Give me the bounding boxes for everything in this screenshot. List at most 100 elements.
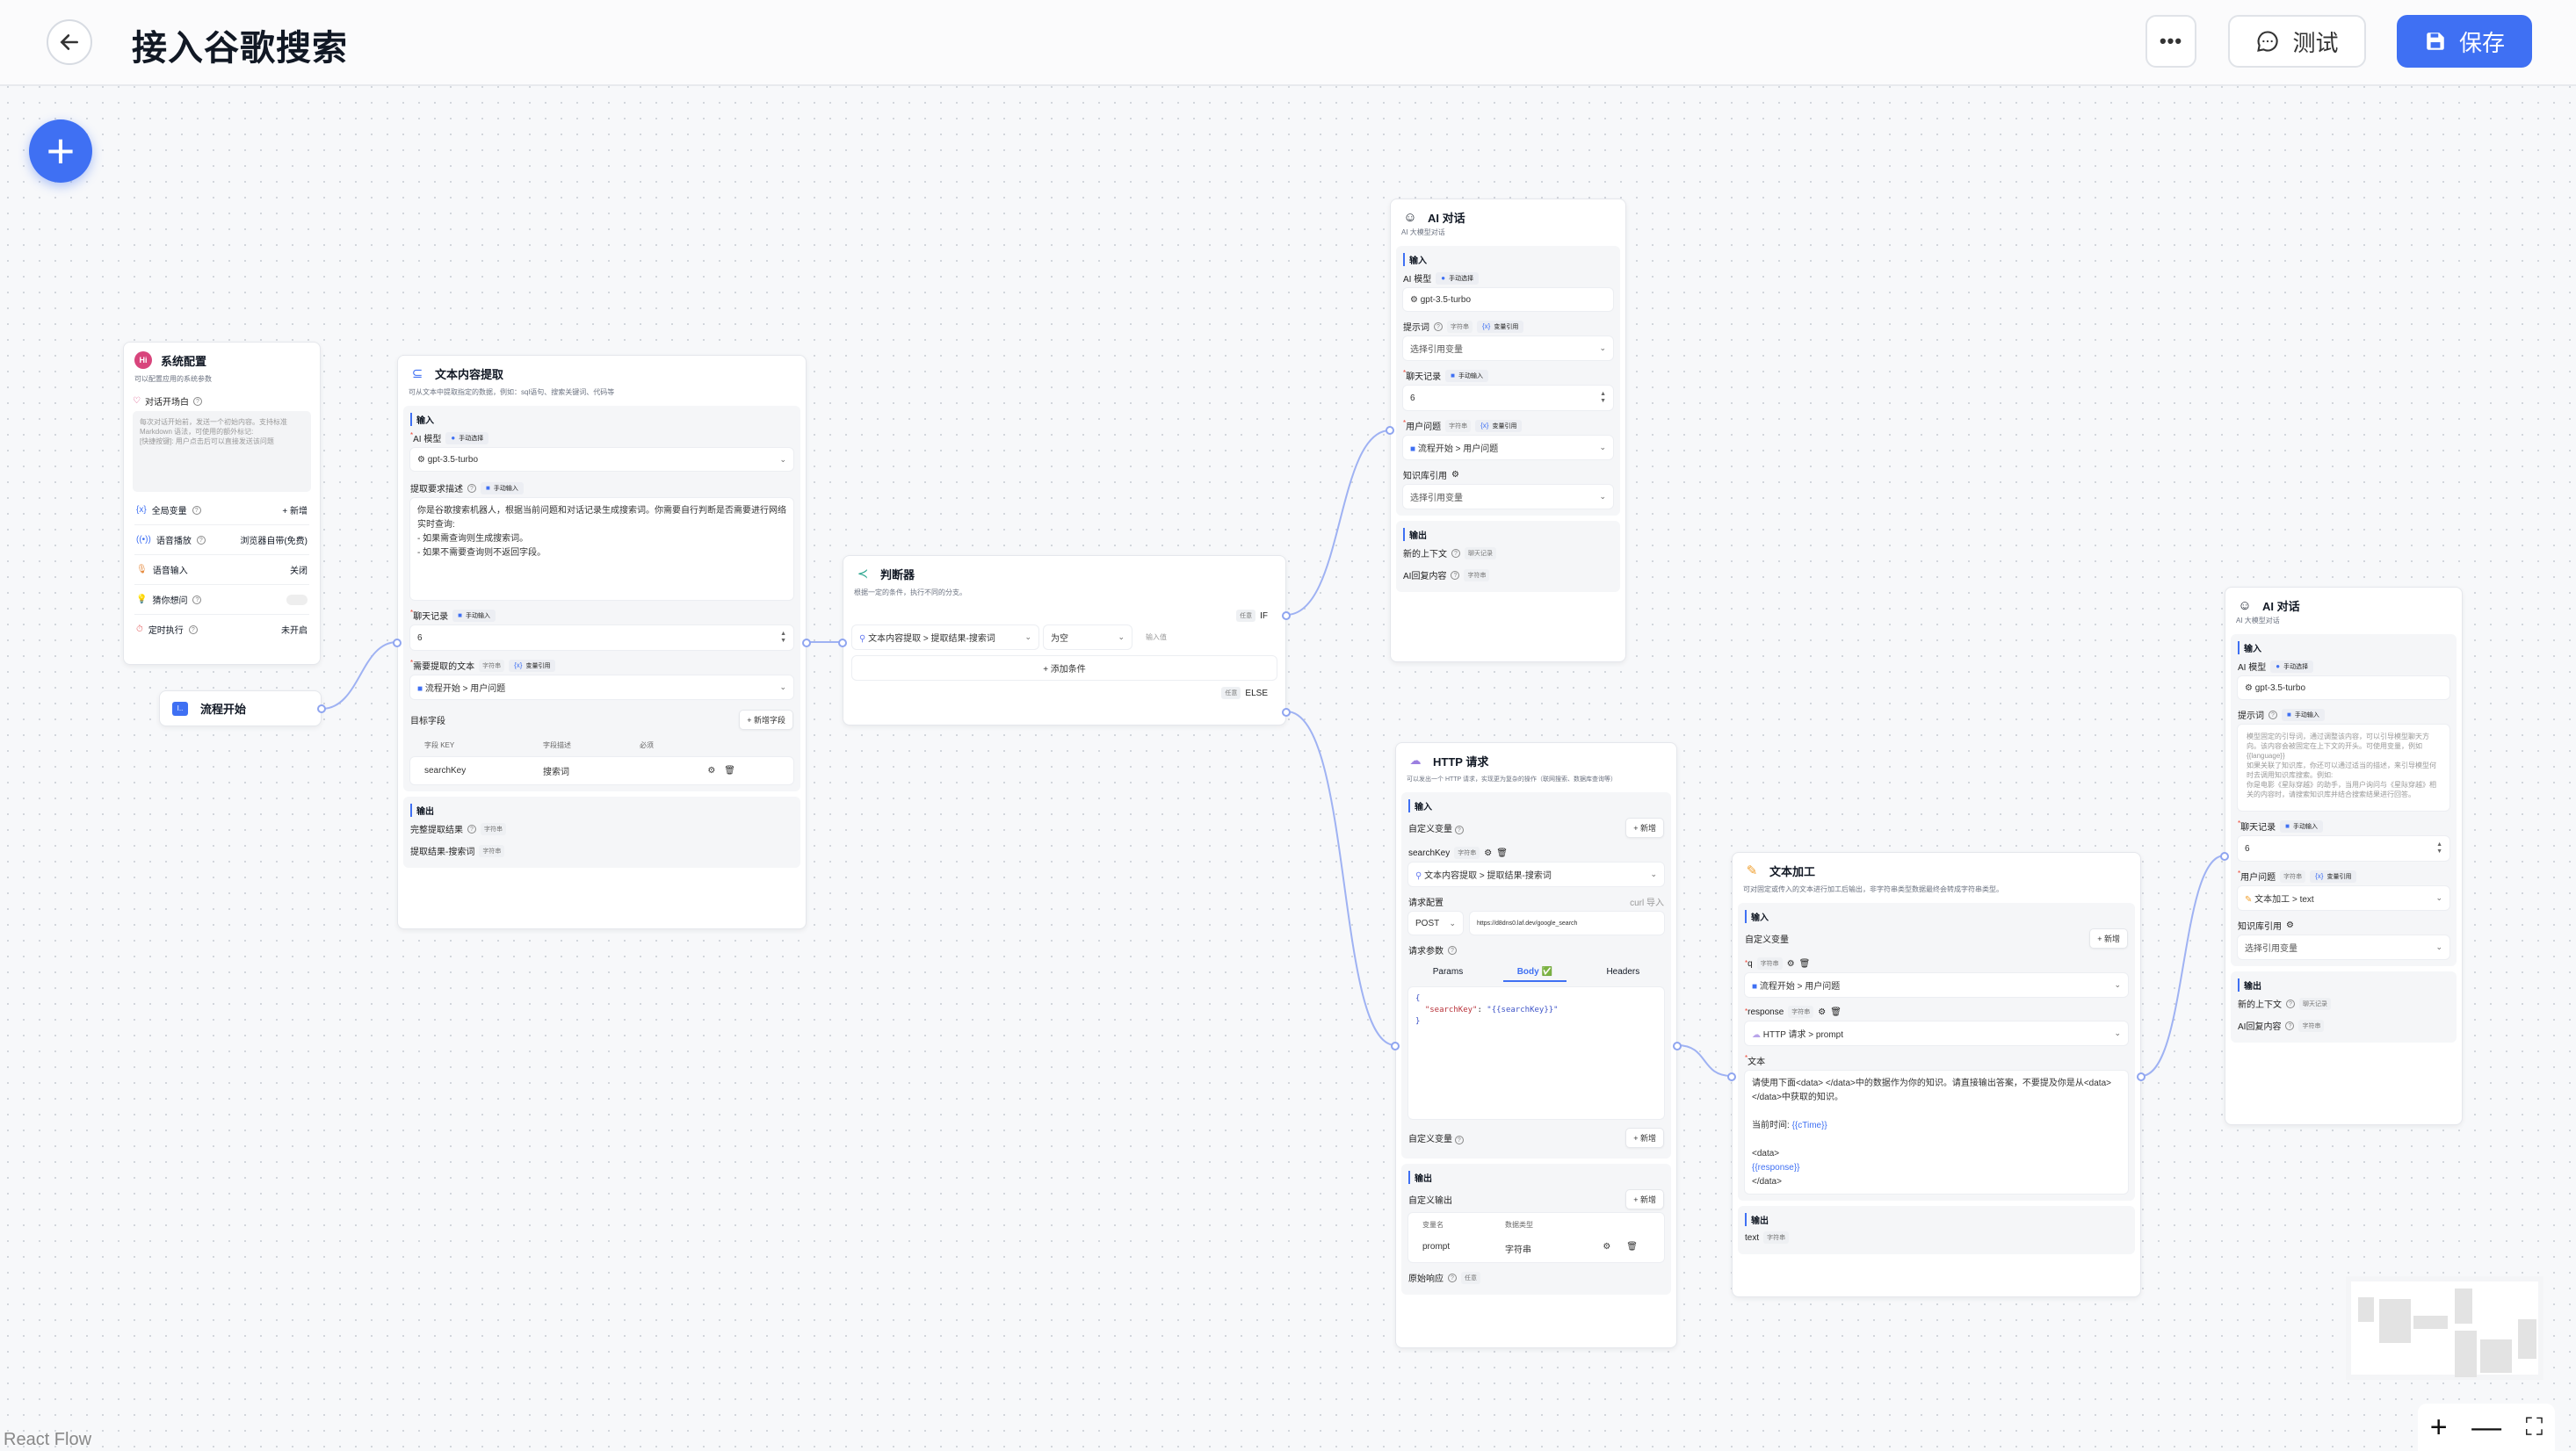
history-stepper[interactable]: 6▲▼ xyxy=(1403,386,1613,410)
zoom-in-button[interactable]: + xyxy=(2429,1410,2448,1444)
tab-params[interactable]: Params xyxy=(1432,967,1464,977)
question-select[interactable]: ■ 流程开始 > 用户问题⌄ xyxy=(1403,436,1613,459)
node-ai-chat-1[interactable]: ☺AI 对话 AI 大模型对话 输入 AI 模型●手动选择 ⚙ gpt-3.5-… xyxy=(1386,199,1626,662)
gear-icon[interactable]: ⚙ xyxy=(707,766,716,776)
if-handle[interactable] xyxy=(1282,611,1291,620)
gear-icon[interactable]: ⚙ xyxy=(1818,1007,1827,1017)
back-button[interactable] xyxy=(47,19,92,65)
condition-operator-select[interactable]: 为空⌄ xyxy=(1044,625,1132,649)
variable-icon: {x} xyxy=(1480,422,1489,430)
add-variable-button[interactable]: + 新增 xyxy=(2089,928,2128,949)
sysitem-guess[interactable]: 💡猜你想问? xyxy=(134,585,309,615)
variable-ref-select[interactable]: ⚲ 文本内容提取 > 提取结果-搜索词⌄ xyxy=(1408,863,1664,886)
input-handle[interactable] xyxy=(1391,1042,1400,1050)
gear-icon[interactable]: ⚙ xyxy=(1451,470,1459,480)
input-handle[interactable] xyxy=(1727,1072,1736,1081)
text-template-textarea[interactable]: 请使用下面<data> </data>中的数据作为你的知识。请直接输出答案，不要… xyxy=(1745,1071,2128,1194)
fit-view-button[interactable]: ⛶ xyxy=(2525,1412,2543,1440)
question-mode-tag[interactable]: {x}变量引用 xyxy=(2310,870,2357,883)
zoom-out-button[interactable]: — xyxy=(2471,1410,2502,1444)
condition-variable-select[interactable]: ⚲ 文本内容提取 > 提取结果-搜索词⌄ xyxy=(852,625,1038,649)
kb-select[interactable]: 选择引用变量⌄ xyxy=(1403,485,1613,509)
model-mode-tag[interactable]: ●手动选择 xyxy=(445,431,489,444)
prompt-textarea[interactable]: 模型固定的引导词，通过调整该内容，可以引导模型聊天方向。该内容会被固定在上下文的… xyxy=(2238,725,2449,811)
model-mode-tag[interactable]: ●手动选择 xyxy=(1436,271,1480,285)
question-select[interactable]: ✎ 文本加工 > text⌄ xyxy=(2238,886,2449,910)
trash-icon[interactable]: 🗑 xyxy=(1496,848,1508,858)
input-handle[interactable] xyxy=(838,639,847,647)
sysitem-tts[interactable]: ((•))语音播放?浏览器自带(免费) xyxy=(134,525,309,555)
text-mode-tag[interactable]: {x}变量引用 xyxy=(509,659,556,672)
welcome-textarea[interactable]: 每次对话开始前，发送一个初始内容。支持标准 Markdown 语法，可使用的额外… xyxy=(133,411,311,492)
history-mode-tag[interactable]: ■手动输入 xyxy=(452,609,496,622)
node-text-extract[interactable]: ⊆文本内容提取 可从文本中提取指定的数据，例如：sql语句、搜索关键词、代码等 … xyxy=(393,355,811,929)
input-handle[interactable] xyxy=(393,639,402,647)
model-select[interactable]: ⚙ gpt-3.5-turbo xyxy=(1403,288,1613,311)
condition-value-input[interactable]: 输入值 xyxy=(1146,633,1167,641)
sysitem-voice-input[interactable]: 🎙语音输入关闭 xyxy=(134,555,309,585)
extract-prompt-textarea[interactable]: 你是谷歌搜索机器人，根据当前问题和对话记录生成搜索词。你需要自行判断是否需要进行… xyxy=(410,498,793,600)
guess-toggle[interactable] xyxy=(286,594,308,605)
model-select[interactable]: ⚙ gpt-3.5-turbo⌄ xyxy=(410,448,793,471)
history-mode-tag[interactable]: ■手动输入 xyxy=(2280,819,2323,833)
method-select[interactable]: POST⌄ xyxy=(1408,912,1463,935)
prompt-mode-tag[interactable]: ■手动输入 xyxy=(2282,708,2325,721)
add-node-button[interactable]: + xyxy=(29,119,92,183)
node-start[interactable]: I.. 流程开始 xyxy=(159,690,326,726)
prompt-select[interactable]: 选择引用变量⌄ xyxy=(1403,336,1613,360)
body-editor[interactable]: { "searchKey": "{{searchKey}}" } xyxy=(1408,987,1664,1119)
more-button[interactable]: ••• xyxy=(2145,15,2196,68)
trash-icon[interactable]: 🗑 xyxy=(1626,1242,1638,1252)
save-button[interactable]: 保存 xyxy=(2397,15,2532,68)
history-stepper[interactable]: 6▲▼ xyxy=(410,625,793,650)
output-handle[interactable] xyxy=(2137,1072,2145,1081)
model-select[interactable]: ⚙ gpt-3.5-turbo xyxy=(2238,676,2449,699)
input-handle[interactable] xyxy=(2220,852,2229,861)
trash-icon[interactable]: 🗑 xyxy=(724,766,735,776)
url-input[interactable]: https://d8dns0.laf.dev/google_search xyxy=(1470,912,1664,935)
add-variable-button[interactable]: + 新增 xyxy=(1625,818,1664,838)
model-mode-tag[interactable]: ●手动选择 xyxy=(2270,660,2314,673)
test-button[interactable]: 测试 xyxy=(2228,15,2366,68)
trash-icon[interactable]: 🗑 xyxy=(1830,1007,1842,1017)
add-condition-button[interactable]: + 添加条件 xyxy=(852,656,1277,680)
node-ai-chat-2[interactable]: ☺AI 对话 AI 大模型对话 输入 AI 模型●手动选择 ⚙ gpt-3.5-… xyxy=(2220,587,2463,1125)
text-ref-select[interactable]: ■ 流程开始 > 用户问题⌄ xyxy=(410,675,793,699)
output-handle[interactable] xyxy=(1673,1042,1682,1050)
output-handle[interactable] xyxy=(802,639,811,647)
add-output-button[interactable]: + 新增 xyxy=(1625,1189,1664,1209)
desc-mode-tag[interactable]: ■手动输入 xyxy=(481,481,524,494)
history-stepper[interactable]: 6▲▼ xyxy=(2238,836,2449,861)
else-handle[interactable] xyxy=(1282,708,1291,717)
sysitem-global-vars[interactable]: {x}全局变量?+ 新增 xyxy=(134,495,309,525)
gear-icon[interactable]: ⚙ xyxy=(1603,1242,1611,1252)
node-text-process[interactable]: ✎文本加工 可对固定或传入的文本进行加工后输出，非字符串类型数据最终会转成字符串… xyxy=(1727,852,2145,1297)
kb-select[interactable]: 选择引用变量⌄ xyxy=(2238,935,2449,959)
gear-icon[interactable]: ⚙ xyxy=(1484,848,1493,858)
trash-icon[interactable]: 🗑 xyxy=(1798,958,1811,969)
add-field-button[interactable]: + 新增字段 xyxy=(739,710,793,730)
input-handle[interactable] xyxy=(1386,426,1394,435)
stepper-icon[interactable]: ▲▼ xyxy=(1600,391,1606,404)
var-response-select[interactable]: ☁ HTTP 请求 > prompt⌄ xyxy=(1745,1021,2128,1045)
gear-icon[interactable]: ⚙ xyxy=(2286,920,2294,930)
gear-icon[interactable]: ⚙ xyxy=(1786,958,1795,969)
question-mode-tag[interactable]: {x}变量引用 xyxy=(1475,419,1523,432)
stepper-icon[interactable]: ▲▼ xyxy=(780,631,786,644)
tab-headers[interactable]: Headers xyxy=(1606,967,1640,977)
react-flow-attribution[interactable]: React Flow xyxy=(4,1430,92,1449)
prompt-mode-tag[interactable]: {x}变量引用 xyxy=(1477,320,1524,333)
sysitem-schedule[interactable]: ⏱定时执行?未开启 xyxy=(136,624,308,636)
curl-import-link[interactable]: curl 导入 xyxy=(1630,899,1664,908)
minimap[interactable] xyxy=(2346,1276,2543,1380)
var-q-select[interactable]: ■ 流程开始 > 用户问题⌄ xyxy=(1745,973,2128,997)
history-mode-tag[interactable]: ■手动输入 xyxy=(1445,369,1488,382)
tab-body[interactable]: Body ✅ xyxy=(1502,964,1567,982)
add-variable-button-2[interactable]: + 新增 xyxy=(1625,1128,1664,1148)
output-handle[interactable] xyxy=(317,704,326,713)
page-title: 接入谷歌搜索 xyxy=(132,29,348,68)
stepper-icon[interactable]: ▲▼ xyxy=(2436,841,2442,855)
node-http-request[interactable]: ☁HTTP 请求 可以发出一个 HTTP 请求，实现更为复杂的操作（联网搜索、数… xyxy=(1391,742,1682,1348)
